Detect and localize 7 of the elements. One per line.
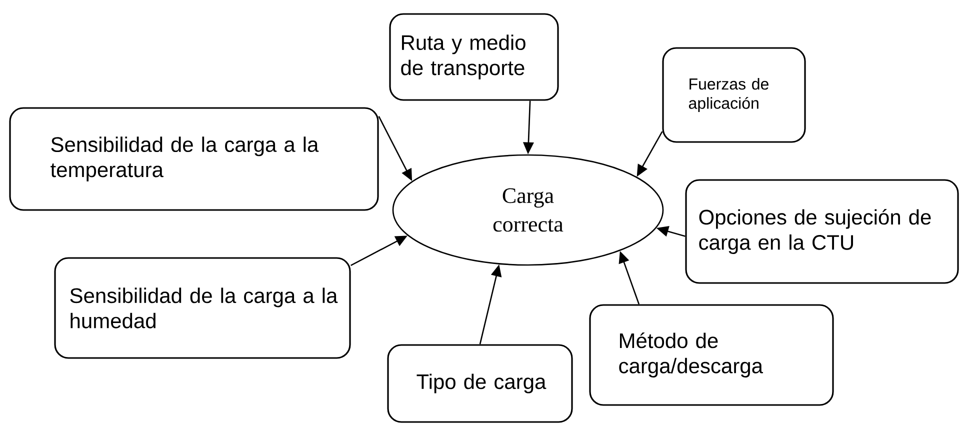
text-box: Sensibilidad de la carga a la humedad bbox=[54, 257, 351, 359]
text-box: Método de carga/descarga bbox=[589, 304, 834, 406]
text-box: Opciones de sujeción de carga en la CTU bbox=[685, 179, 959, 284]
text-box: Fuerzas de aplicación bbox=[662, 47, 806, 143]
text-box: Tipo de carga bbox=[387, 344, 573, 423]
text-box: Ruta y medio de transporte bbox=[389, 13, 559, 101]
text-box: Sensibilidad de la carga a la temperatura bbox=[9, 107, 379, 211]
